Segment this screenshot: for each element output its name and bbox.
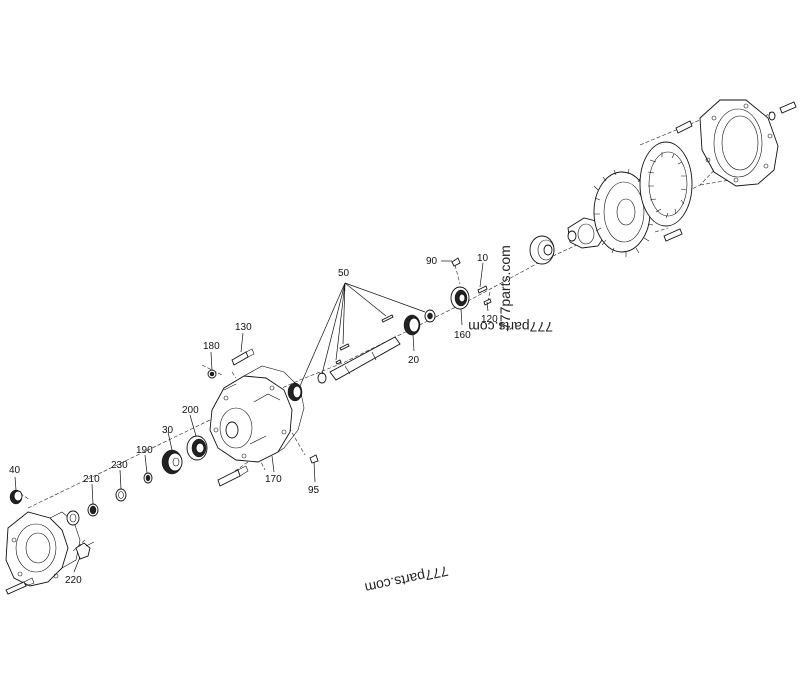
seal-rings — [66, 472, 153, 526]
label-50: 50 — [338, 268, 350, 279]
label-95: 95 — [308, 485, 320, 496]
label-210: 210 — [83, 474, 100, 485]
watermark-flipped-top: 777parts.com — [468, 319, 553, 335]
main-housing-170 — [209, 365, 305, 463]
watermark-flipped-bottom: 777parts.com — [363, 563, 449, 596]
coupling-flange — [529, 235, 555, 265]
label-180: 180 — [203, 341, 220, 352]
bearing-30 — [161, 435, 208, 475]
gear-wheel — [593, 168, 654, 257]
leader-lines — [14, 260, 489, 573]
label-20: 20 — [408, 355, 420, 366]
cover-bolts — [663, 101, 797, 242]
label-220: 220 — [65, 575, 82, 586]
shaft-assembly — [287, 309, 436, 402]
housing-bolt — [217, 465, 249, 487]
label-40: 40 — [9, 465, 21, 476]
part-40-cap — [9, 489, 23, 505]
label-200: 200 — [182, 405, 199, 416]
label-30: 30 — [162, 425, 174, 436]
label-160: 160 — [454, 330, 471, 341]
label-90: 90 — [426, 256, 438, 267]
label-10: 10 — [477, 253, 489, 264]
part-10-pins — [477, 285, 492, 306]
part-130-bolt — [231, 348, 255, 366]
label-190: 190 — [136, 445, 153, 456]
friction-disc — [639, 141, 693, 227]
part-180-nut — [207, 369, 217, 379]
part-labels: 50 130 180 200 30 190 230 210 40 220 170… — [9, 253, 498, 586]
watermark-vertical: 777parts.com — [497, 245, 513, 330]
part-220-bolt — [75, 541, 95, 560]
rear-housing — [5, 511, 81, 595]
front-cover — [699, 99, 779, 187]
part-95-screw — [309, 454, 319, 464]
part-160-ring — [450, 286, 470, 310]
label-120: 120 — [481, 314, 498, 325]
part-90-screw — [451, 257, 461, 267]
label-230: 230 — [111, 460, 128, 471]
label-130: 130 — [235, 322, 252, 333]
label-170: 170 — [265, 474, 282, 485]
